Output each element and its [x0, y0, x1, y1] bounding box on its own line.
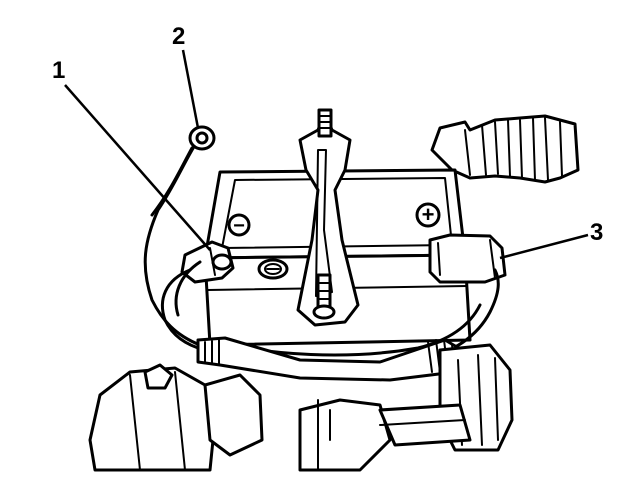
battery-vent-cap [257, 258, 289, 280]
engine-component-upper-right [430, 114, 580, 184]
battery-hold-down-bracket [296, 108, 360, 327]
hold-down-bolt-top [317, 108, 333, 138]
positive-terminal-symbol: + [415, 202, 441, 228]
leader-2 [181, 49, 200, 129]
negative-terminal-symbol: − [227, 213, 251, 237]
ground-lead [143, 125, 216, 347]
svg-text:+: + [422, 202, 435, 227]
callout-2: 2 [172, 23, 185, 50]
leader-3 [499, 233, 589, 260]
callout-1: 1 [52, 57, 65, 84]
svg-text:−: − [233, 215, 245, 237]
positive-terminal-boot [428, 233, 507, 284]
cable-conduit [196, 336, 464, 382]
callout-3: 3 [590, 219, 603, 246]
negative-cable-terminal [180, 240, 235, 284]
callout-leaders [64, 49, 589, 260]
lower-engine-components [88, 343, 514, 472]
ring-terminal [188, 125, 216, 151]
hold-down-bolt-bottom [312, 273, 336, 320]
leader-1 [64, 84, 211, 251]
